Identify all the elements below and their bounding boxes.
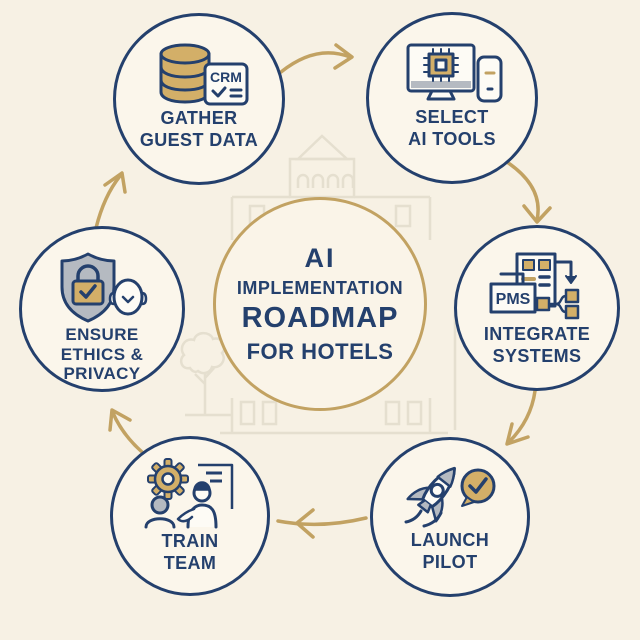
title-line-roadmap: ROADMAP (241, 302, 399, 334)
title-line-for-hotels: FOR HOTELS (246, 339, 394, 364)
step-integrate-systems: PMS INTEGRATE SYSTEMS (454, 225, 620, 391)
step-train-team: TRAIN TEAM (110, 436, 270, 596)
arrow-integrate-to-launch (505, 389, 537, 446)
step-label: ENSURE ETHICS & PRIVACY (60, 325, 144, 384)
shield-lock-face-icon (60, 252, 148, 323)
arrow-launch-to-train (276, 508, 368, 539)
title-line-implementation: IMPLEMENTATION (236, 278, 404, 298)
step-label: GATHER GUEST DATA (139, 108, 259, 150)
step-label: SELECT AI TOOLS (408, 107, 496, 149)
monitor-ai-chip-icon (406, 43, 503, 103)
gear-trainer-icon (144, 458, 234, 529)
rocket-check-icon (404, 466, 496, 528)
title-line-ai: AI (304, 243, 336, 273)
step-ensure-ethics-privacy: ENSURE ETHICS & PRIVACY (19, 226, 185, 392)
step-label: TRAIN TEAM (161, 531, 219, 573)
pms-network-icon: PMS (489, 252, 580, 320)
crm-label: CRM (210, 69, 242, 85)
step-label: INTEGRATE SYSTEMS (483, 324, 591, 366)
step-select-ai-tools: SELECT AI TOOLS (366, 12, 538, 184)
arrow-gather-to-select (279, 43, 354, 74)
arrow-train-to-ethics (108, 408, 144, 454)
pms-label: PMS (496, 291, 531, 308)
step-launch-pilot: LAUNCH PILOT (370, 437, 530, 597)
step-gather-guest-data: CRM GATHER GUEST DATA (113, 13, 285, 185)
arrow-select-to-integrate (505, 160, 552, 224)
step-label: LAUNCH PILOT (410, 530, 490, 572)
database-crm-icon: CRM (159, 43, 249, 106)
center-title-circle: AI IMPLEMENTATION ROADMAP FOR HOTELS (213, 197, 427, 411)
tree-watermark (179, 331, 232, 417)
arrow-ethics-to-gather (94, 171, 127, 230)
